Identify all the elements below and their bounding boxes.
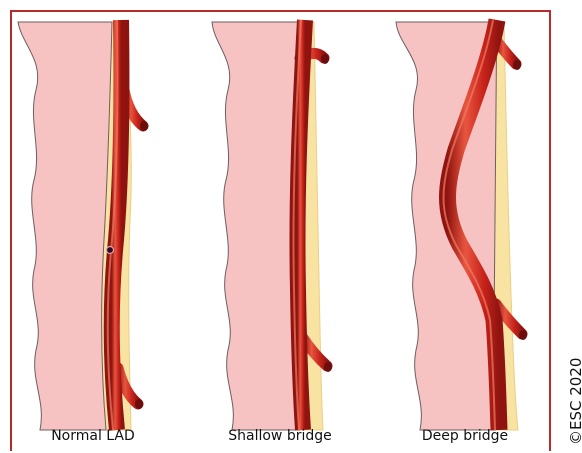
- panel-shallow-bridge: [212, 20, 332, 430]
- myocardium: [18, 22, 112, 430]
- myocardial-bridge-illustration: [12, 12, 550, 453]
- panel-normal-lad: [18, 20, 148, 430]
- label-deep-bridge: Deep bridge: [422, 428, 508, 444]
- branch-lumen: [519, 330, 527, 340]
- myocardium: [212, 22, 302, 430]
- branch-lumen: [135, 399, 143, 409]
- branch-lumen: [513, 60, 521, 70]
- branch-lumen: [324, 362, 332, 372]
- branch-lumen: [321, 54, 329, 64]
- copyright-text: ©ESC 2020: [567, 358, 582, 445]
- vessel-lumen-marker: [107, 247, 114, 254]
- branch-lumen: [140, 121, 148, 131]
- panel-deep-bridge: [396, 20, 527, 430]
- label-normal-lad: Normal LAD: [51, 428, 135, 444]
- label-shallow-bridge: Shallow bridge: [228, 428, 332, 444]
